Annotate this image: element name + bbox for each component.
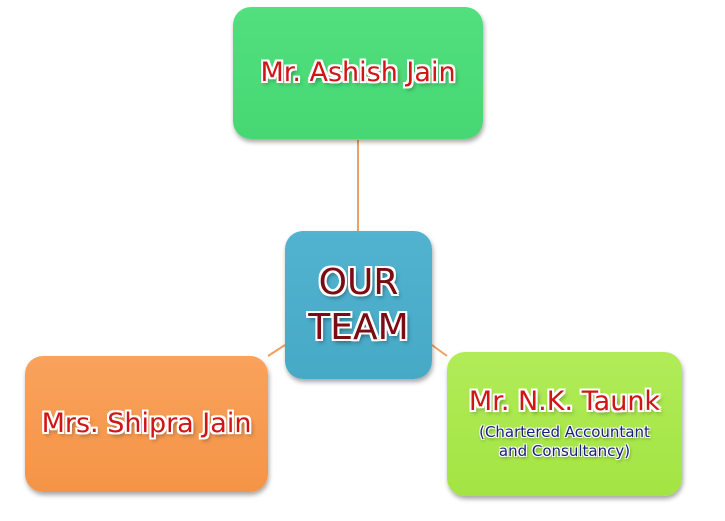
member-name-top: Mr. Ashish Jain (260, 56, 456, 88)
center-title-line2: TEAM (308, 307, 409, 348)
center-title-line1: OUR (318, 262, 399, 303)
team-member-box-nk-taunk: Mr. N.K. Taunk (Chartered Accountant and… (447, 352, 682, 496)
member-role-line2: and Consultancy) (498, 442, 631, 461)
connector-right (431, 344, 448, 357)
team-member-box-shipra-jain: Mrs. Shipra Jain (25, 356, 268, 492)
member-name-left: Mrs. Shipra Jain (41, 407, 252, 439)
our-team-center-box: OUR TEAM (285, 231, 432, 379)
member-role-right: (Chartered Accountant and Consultancy) (479, 423, 650, 462)
team-member-box-ashish-jain: Mr. Ashish Jain (233, 7, 483, 139)
member-role-line1: (Chartered Accountant (479, 422, 650, 441)
connector-left (267, 344, 286, 357)
member-name-right: Mr. N.K. Taunk (468, 386, 661, 418)
